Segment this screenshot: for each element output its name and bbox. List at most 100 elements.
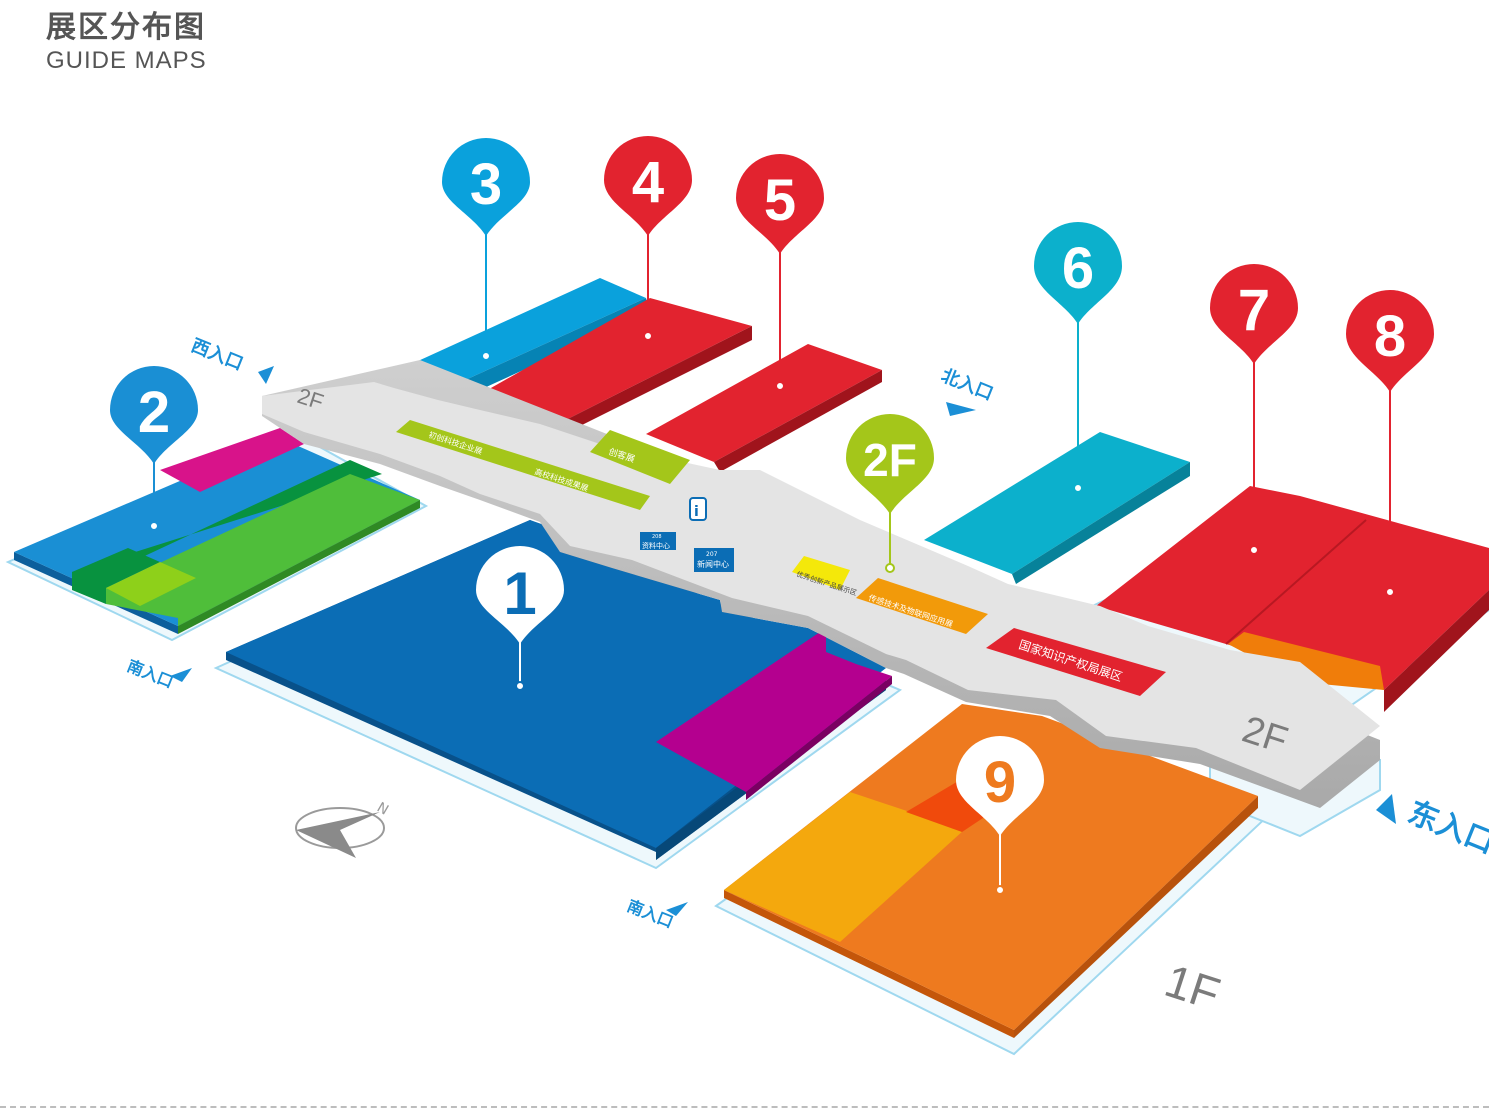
entrance-south-center-label: 南入口 <box>625 896 677 932</box>
compass-needle-icon <box>296 812 380 858</box>
pin-hall-3-marker <box>442 138 530 236</box>
hall-9-front <box>1014 796 1258 1038</box>
entrance-south-left[interactable]: 南入口 <box>125 656 192 692</box>
bottom-divider <box>0 1106 1489 1108</box>
hall-5[interactable] <box>646 344 882 472</box>
service-1-number: 208 <box>652 534 662 540</box>
hall-4-side <box>534 326 752 446</box>
pin-hall-5-anchor <box>775 381 785 391</box>
compass: N <box>295 800 391 858</box>
pin-hall-5[interactable]: 5 <box>736 154 824 391</box>
pin-level-2f-label: 2F <box>863 434 917 486</box>
hall-3-top <box>372 278 646 396</box>
hall-5-side <box>714 370 882 472</box>
entrance-west[interactable]: 西入口 <box>188 335 274 384</box>
pin-hall-8-anchor <box>1385 587 1395 597</box>
pin-hall-8[interactable]: 8 <box>1346 290 1434 597</box>
pin-hall-6-anchor <box>1073 483 1083 493</box>
info-icon[interactable] <box>689 497 707 521</box>
entrance-north[interactable]: 北入口 <box>938 365 996 416</box>
service-1-box[interactable] <box>640 532 676 550</box>
pin-hall-6[interactable]: 6 <box>1034 222 1122 493</box>
corridor-zones <box>396 420 1166 696</box>
hall-4[interactable] <box>452 298 752 446</box>
service-1-label: 资料中心 <box>642 541 670 550</box>
pin-hall-7-anchor <box>1249 545 1259 555</box>
pin-hall-1-label: 1 <box>503 560 536 627</box>
pin-hall-7-marker <box>1210 264 1298 364</box>
service-2-box[interactable] <box>694 548 734 572</box>
pin-hall-7-label: 7 <box>1238 278 1270 343</box>
pin-hall-6-label: 6 <box>1062 236 1094 301</box>
hall-2-magenta-zone <box>160 428 304 492</box>
hall-2-front <box>178 500 420 634</box>
pin-hall-2-label: 2 <box>138 380 170 445</box>
entrance-south-left-arrow <box>170 668 192 682</box>
pin-hall-5-label: 5 <box>764 168 796 233</box>
corridor-top <box>262 382 1380 790</box>
pin-hall-1[interactable]: 1 <box>476 546 564 691</box>
hall-3[interactable] <box>372 278 650 410</box>
info-icon-glyph: i <box>694 504 699 520</box>
service-2-number: 207 <box>706 551 718 558</box>
pin-hall-5-marker <box>736 154 824 254</box>
pin-hall-4-anchor <box>643 331 653 341</box>
pin-hall-1-marker <box>476 546 564 644</box>
pin-hall-2-anchor <box>149 521 159 531</box>
pin-hall-6-marker <box>1034 222 1122 324</box>
zone-orange[interactable] <box>856 578 988 634</box>
zone-green-b[interactable] <box>590 430 690 484</box>
zone-yellow[interactable] <box>792 556 850 590</box>
entrance-south-center[interactable]: 南入口 <box>625 896 688 932</box>
pin-hall-3[interactable]: 3 <box>442 138 530 361</box>
hall-2-green-b <box>72 548 160 604</box>
entrance-east-label: 东入口 <box>1403 795 1489 861</box>
hall-3-side <box>430 298 650 410</box>
hall-6-top <box>924 432 1190 574</box>
pin-hall-2[interactable]: 2 <box>110 366 198 531</box>
pin-hall-2-marker <box>110 366 198 464</box>
map-header: 展区分布图 GUIDE MAPS <box>46 8 207 74</box>
hall-2-green-c <box>106 474 420 626</box>
pin-level-2f[interactable]: 2F <box>846 414 934 573</box>
pin-hall-4-marker <box>604 136 692 236</box>
hall-2-green-a <box>72 460 382 590</box>
pin-hall-8-marker <box>1346 290 1434 392</box>
hall-2[interactable] <box>14 428 420 634</box>
pin-hall-3-label: 3 <box>470 152 502 217</box>
pin-level-2f-marker <box>846 414 934 514</box>
map-subtitle: GUIDE MAPS <box>46 47 207 74</box>
entrance-west-arrow <box>258 366 274 384</box>
entrance-south-left-label: 南入口 <box>125 656 177 692</box>
hall-6[interactable] <box>924 432 1190 584</box>
pin-level-2f-anchor <box>885 563 895 573</box>
hall-2-lime-zone <box>106 562 196 606</box>
zone-green-a[interactable] <box>396 420 650 510</box>
entrance-east-arrow <box>1376 794 1396 824</box>
entrance-east[interactable]: 东入口 <box>1376 794 1489 861</box>
entrance-north-label: 北入口 <box>938 365 996 405</box>
hall-1-purple-zone <box>656 628 892 792</box>
service-2-label: 新闻中心 <box>697 559 729 569</box>
hall-8-orange-zone <box>1228 632 1384 690</box>
pin-hall-1-anchor <box>515 681 525 691</box>
pin-hall-4[interactable]: 4 <box>604 136 692 341</box>
entrance-south-center-arrow <box>666 902 688 916</box>
pin-hall-7[interactable]: 7 <box>1210 264 1298 555</box>
pin-hall-9[interactable]: 9 <box>956 736 1044 895</box>
pin-hall-9-marker <box>956 736 1044 836</box>
pin-hall-4-label: 4 <box>632 150 664 215</box>
hall-9-side <box>724 890 1014 1038</box>
hall-9-top <box>724 704 1258 1030</box>
floor-label-1f: 1F <box>1159 954 1226 1020</box>
hall-5-top <box>646 344 882 462</box>
hall-9-yellow-zone <box>724 792 964 942</box>
pin-hall-8-label: 8 <box>1374 304 1406 369</box>
zone-red[interactable] <box>986 628 1166 696</box>
hall-4-top <box>452 298 752 436</box>
entrance-north-arrow <box>946 402 976 416</box>
hall-8-side <box>1384 590 1489 712</box>
map-title: 展区分布图 <box>46 10 206 45</box>
entrance-west-label: 西入口 <box>188 335 246 375</box>
